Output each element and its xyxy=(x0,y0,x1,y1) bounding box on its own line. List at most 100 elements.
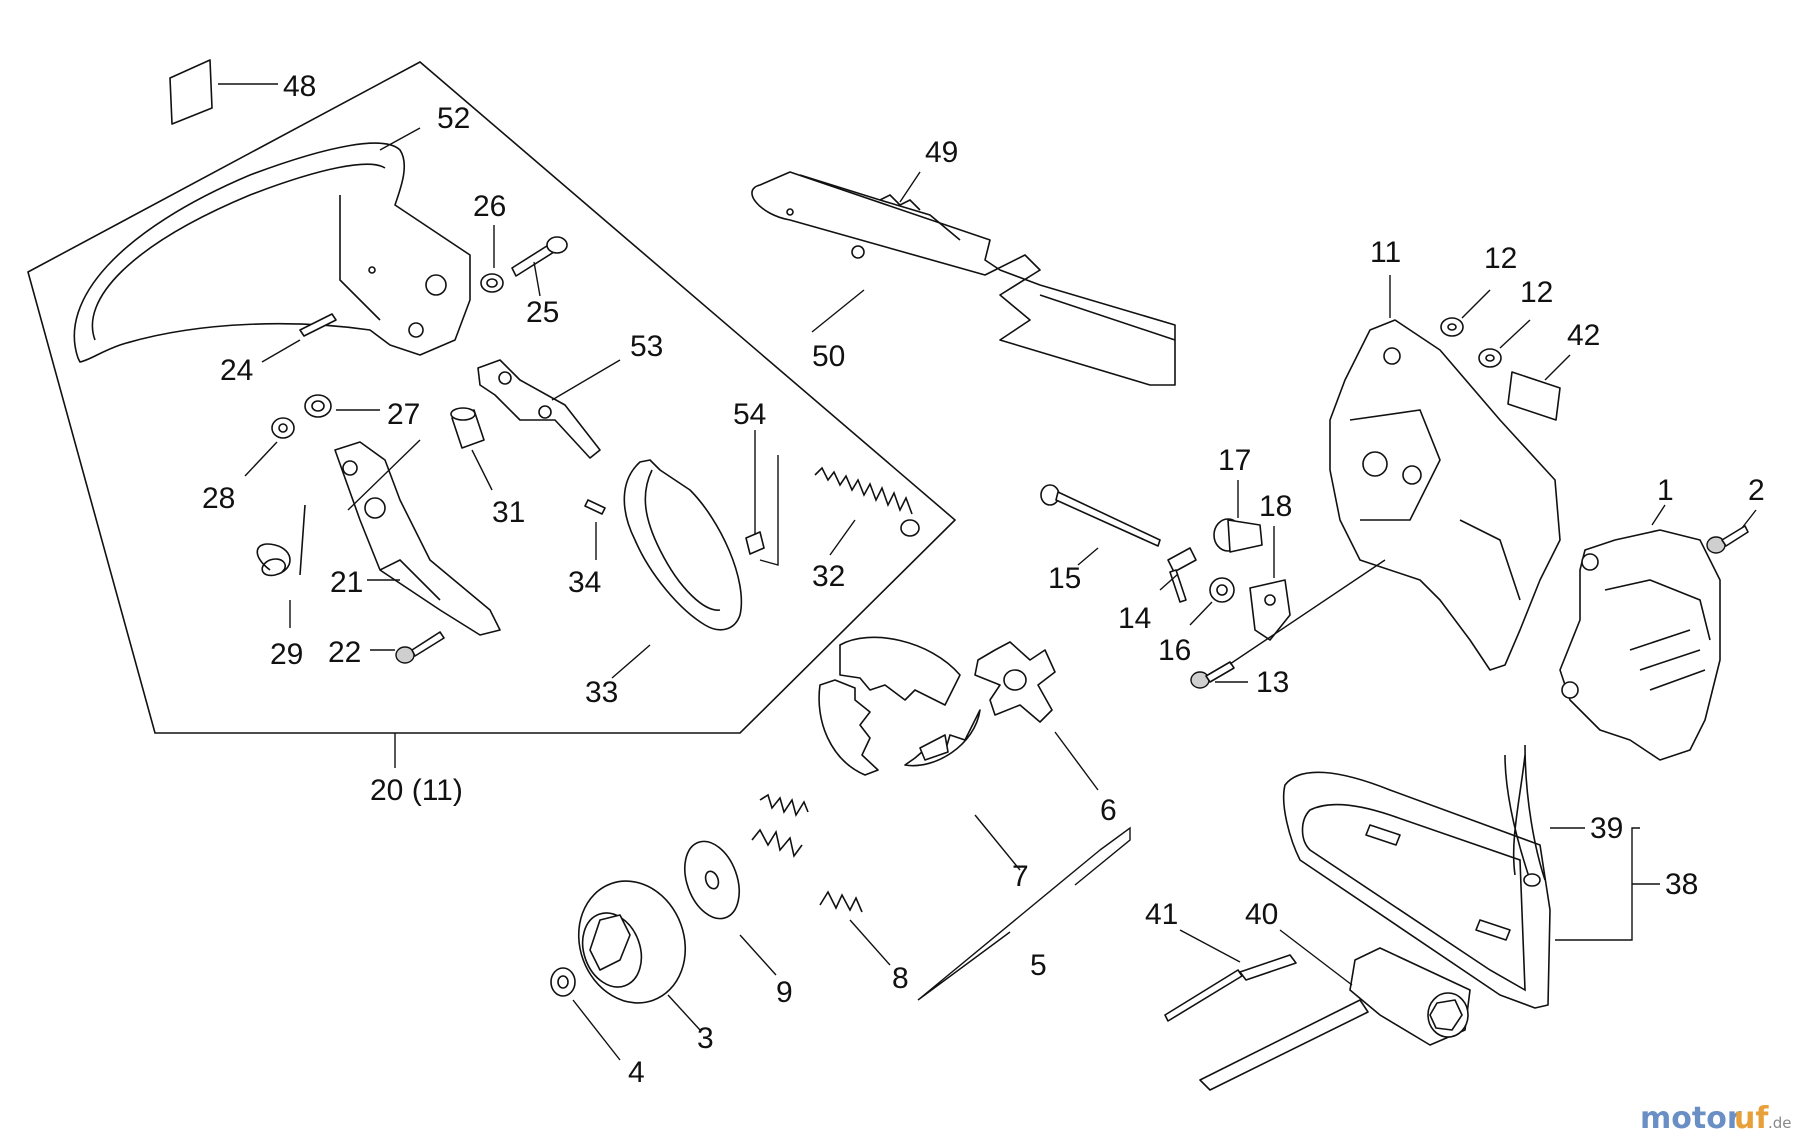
part-label-49: 49 xyxy=(925,136,958,169)
part-label-29: 29 xyxy=(270,638,303,671)
part-3-sprocket xyxy=(577,880,687,1004)
part-label-50: 50 xyxy=(812,340,845,373)
part-label-38: 38 xyxy=(1665,868,1698,901)
part-28-nut xyxy=(271,417,295,439)
leader-28 xyxy=(244,441,278,477)
part-31-collar xyxy=(450,407,485,449)
part-53-brake-lever xyxy=(477,359,601,459)
part-54-clip xyxy=(745,531,765,555)
leader-12b xyxy=(1499,319,1531,349)
leader-3 xyxy=(667,994,701,1031)
part-label-3: 3 xyxy=(697,1022,714,1055)
part-label-40: 40 xyxy=(1245,898,1278,931)
leader-12a xyxy=(1461,289,1491,319)
part-label-12a: 12 xyxy=(1484,242,1517,275)
leader-32 xyxy=(829,519,856,556)
bracket-38 xyxy=(1555,827,1660,941)
part-label-21: 21 xyxy=(330,566,363,599)
part-label-12b: 12 xyxy=(1520,276,1553,309)
part-label-6: 6 xyxy=(1100,794,1117,827)
part-label-26: 26 xyxy=(473,190,506,223)
part-16-worm-gear xyxy=(1209,577,1235,603)
leader-21-body xyxy=(347,439,421,511)
part-50-guide-bar xyxy=(751,171,1176,386)
part-9-washer xyxy=(684,840,740,920)
part-label-9: 9 xyxy=(776,976,793,1009)
part-label-52: 52 xyxy=(437,102,470,135)
part-label-2: 2 xyxy=(1748,474,1765,507)
part-4-needle-bearing xyxy=(550,967,576,997)
leader-40 xyxy=(1279,929,1353,986)
leader-8 xyxy=(849,919,891,966)
part-27-washer xyxy=(304,394,332,418)
part-label-16: 16 xyxy=(1158,634,1191,667)
part-52-hand-guard xyxy=(73,142,471,363)
part-1-sprocket-cover xyxy=(1559,529,1721,761)
part-label-22: 22 xyxy=(328,636,361,669)
leader-1 xyxy=(1651,504,1666,526)
leader-4 xyxy=(572,999,621,1061)
leader-16 xyxy=(1189,601,1213,626)
part-11-side-cover xyxy=(1329,319,1561,671)
leader-31 xyxy=(471,449,493,491)
leader-54 xyxy=(754,430,779,566)
leader-49 xyxy=(899,171,921,203)
part-label-8: 8 xyxy=(892,962,909,995)
part-label-13: 13 xyxy=(1256,666,1289,699)
part-label-4: 4 xyxy=(628,1056,645,1089)
leader-6 xyxy=(1054,731,1099,791)
part-24-pin xyxy=(299,313,337,337)
watermark-logo: motor uf .de xyxy=(1640,1101,1792,1136)
part-12-nut-a xyxy=(1440,317,1464,337)
part-33-brake-band xyxy=(623,459,743,631)
part-42-sticker xyxy=(1507,371,1561,421)
part-13-screw xyxy=(1190,661,1235,689)
part-39-strap xyxy=(1504,744,1546,887)
part-25-bolt xyxy=(511,236,568,277)
part-label-14: 14 xyxy=(1118,602,1151,635)
svg-text:.de: .de xyxy=(1768,1114,1792,1132)
part-40-wrench xyxy=(1199,947,1471,1091)
part-14-adjuster xyxy=(1167,547,1197,603)
part-label-20: 20 (11) xyxy=(370,774,463,807)
leader-24 xyxy=(261,339,301,363)
part-38-bar-cover xyxy=(1282,771,1551,1009)
leader-33 xyxy=(611,644,651,679)
part-15-adjuster-screw xyxy=(1040,484,1161,547)
leader-53 xyxy=(551,359,621,401)
part-26-nut xyxy=(480,273,504,293)
part-29-spring xyxy=(256,504,306,577)
part-label-7: 7 xyxy=(1012,860,1029,893)
part-label-17: 17 xyxy=(1218,444,1251,477)
part-label-1: 1 xyxy=(1657,474,1674,507)
part-label-25: 25 xyxy=(526,296,559,329)
part-label-11: 11 xyxy=(1370,236,1401,269)
part-label-5: 5 xyxy=(1030,949,1047,982)
svg-text:motor: motor xyxy=(1640,1101,1742,1136)
part-41-screwdriver xyxy=(1164,954,1297,1022)
leader-2 xyxy=(1741,509,1757,529)
part-2-screw xyxy=(1706,525,1749,554)
leader-52 xyxy=(379,127,421,151)
part-label-48: 48 xyxy=(283,70,316,103)
part-label-15: 15 xyxy=(1048,562,1081,595)
part-34-pin xyxy=(584,499,606,515)
leader-9 xyxy=(739,934,777,976)
part-7-clutch-shoes xyxy=(818,636,981,776)
part-18-plate xyxy=(1249,579,1291,641)
svg-text:uf: uf xyxy=(1734,1101,1769,1136)
part-label-41: 41 xyxy=(1145,898,1178,931)
assembly-outline xyxy=(27,61,957,734)
part-label-33: 33 xyxy=(585,676,618,709)
part-21-bracket xyxy=(334,441,501,636)
part-32-spring xyxy=(814,466,920,537)
part-label-32: 32 xyxy=(812,560,845,593)
leader-14 xyxy=(1159,573,1179,591)
part-label-27: 27 xyxy=(387,398,420,431)
part-label-39: 39 xyxy=(1590,812,1623,845)
part-12-nut-b xyxy=(1478,348,1502,368)
part-label-31: 31 xyxy=(492,496,525,529)
part-label-24: 24 xyxy=(220,354,253,387)
part-label-28: 28 xyxy=(202,482,235,515)
